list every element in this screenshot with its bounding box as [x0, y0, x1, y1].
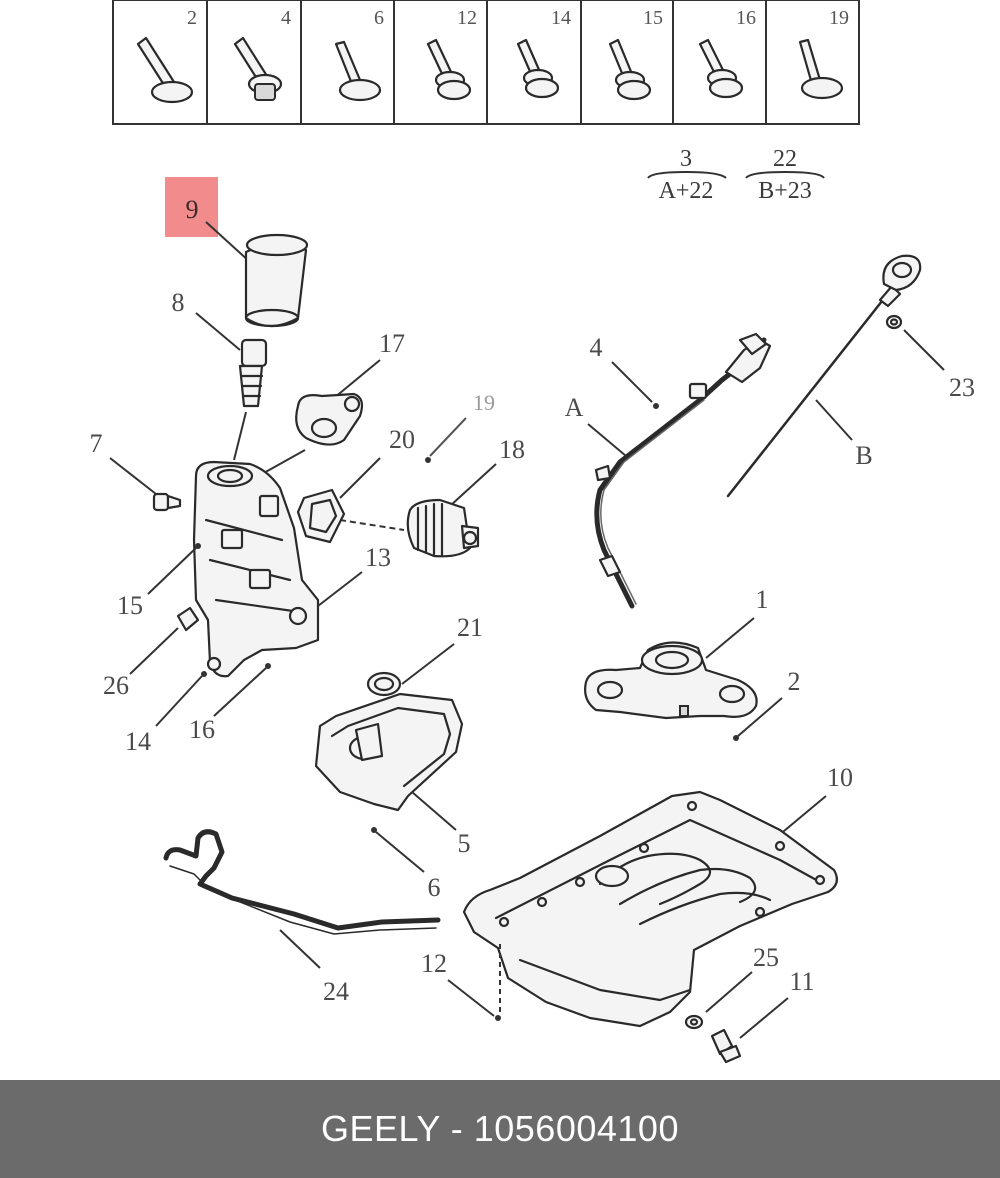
- callout-9: 9: [186, 195, 199, 224]
- kit-contents: A+22: [659, 178, 714, 204]
- drain-plug: [710, 1028, 742, 1064]
- callout-1: 1: [756, 585, 769, 614]
- callout-10: 10: [827, 763, 853, 792]
- bolt-icon: [334, 40, 382, 102]
- callout-19: 19: [473, 390, 495, 415]
- bolt-table: 2 4 6 12 14 15 16 19: [112, 0, 860, 125]
- callout-26: 26: [103, 671, 129, 700]
- small-bolt: [152, 492, 182, 512]
- o-ring: [366, 671, 402, 697]
- bolt-cell-number: 4: [281, 7, 291, 29]
- parts-diagram: 2 4 6 12 14 15 16 19: [90, 0, 975, 1064]
- callout-13: 13: [365, 543, 391, 572]
- callout-14: 14: [125, 727, 151, 756]
- callout-18: 18: [499, 435, 525, 464]
- bolt-cell-number: 2: [187, 7, 197, 29]
- dipstick-tube: [594, 332, 772, 609]
- callout-11: 11: [789, 967, 814, 996]
- footer-caption: GEELY - 1056004100: [0, 1080, 1000, 1178]
- flange-bolt-icon: [608, 38, 652, 101]
- callout-2: 2: [788, 667, 801, 696]
- oil-cooler-valve: [406, 498, 480, 558]
- kit-number: 3: [680, 146, 692, 172]
- callout-12: 12: [421, 949, 447, 978]
- kit-number: 22: [773, 146, 797, 172]
- callout-24: 24: [323, 977, 349, 1006]
- callout-21: 21: [457, 613, 483, 642]
- flange-bolt-icon: [233, 36, 283, 101]
- square-gasket: [296, 488, 346, 544]
- bolt-cell-number: 15: [643, 7, 663, 29]
- callout-5: 5: [458, 829, 471, 858]
- callout-6: 6: [428, 873, 441, 902]
- flange-bolt-icon: [516, 38, 560, 99]
- callout-23: 23: [949, 373, 975, 402]
- kit-formula: 22 B+23: [745, 146, 825, 204]
- kit-contents: B+23: [758, 178, 812, 204]
- washer: [684, 1014, 704, 1030]
- highlight-marker: [165, 177, 218, 237]
- bolt-icon: [798, 38, 844, 100]
- bolt-icon: [136, 36, 194, 104]
- oil-strainer: [314, 692, 464, 812]
- bolt-cell-number: 6: [374, 7, 384, 29]
- callout-15: 15: [117, 591, 143, 620]
- callout-17: 17: [379, 329, 405, 358]
- o-ring: [885, 314, 903, 330]
- oil-pan: [462, 790, 839, 1028]
- bolt-cell-number: 12: [457, 7, 477, 29]
- flange-bolt-icon: [426, 38, 472, 101]
- callout-7: 7: [90, 429, 103, 458]
- bolt-cell-number: 14: [551, 7, 571, 29]
- callout-B: B: [855, 441, 872, 470]
- dowel-pin: [176, 606, 200, 632]
- dipstick: [726, 254, 922, 498]
- callout-25: 25: [753, 943, 779, 972]
- callout-16: 16: [189, 715, 215, 744]
- bolt-cell-number: 19: [829, 7, 849, 29]
- callout-20: 20: [389, 425, 415, 454]
- oil-filter: [244, 233, 309, 328]
- gasket: [295, 392, 364, 446]
- oil-filter-housing: [192, 460, 320, 678]
- kit-formula: 3 A+22: [647, 146, 727, 204]
- sealing-strip: [163, 829, 441, 935]
- callout-4: 4: [590, 333, 603, 362]
- bolt-cell-number: 16: [736, 7, 756, 29]
- filter-stud: [238, 338, 268, 408]
- callout-A: A: [565, 393, 584, 422]
- flange-bolt-icon: [698, 38, 744, 99]
- engine-mount: [584, 641, 758, 720]
- callout-8: 8: [172, 288, 185, 317]
